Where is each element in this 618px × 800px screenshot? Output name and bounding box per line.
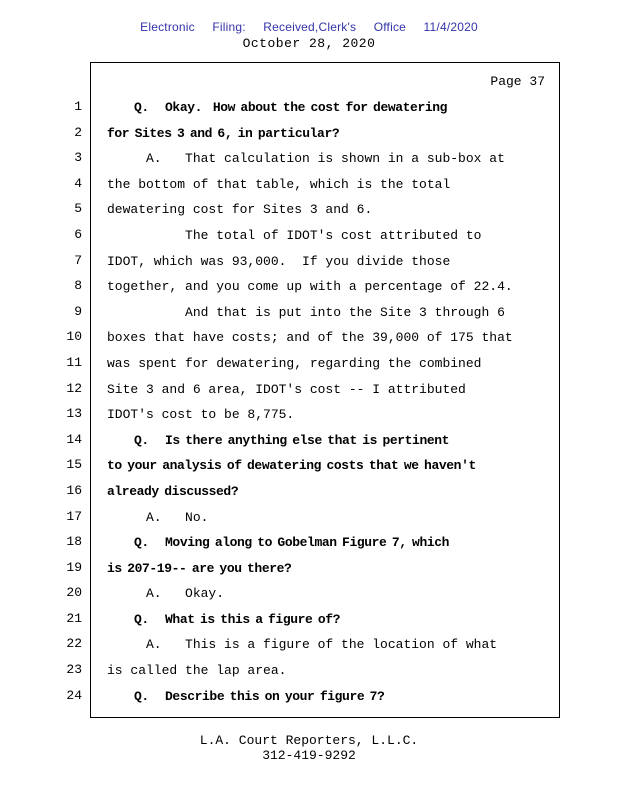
transcript-line: to your analysis of dewatering costs tha… xyxy=(107,458,476,474)
line-number: 21 xyxy=(66,610,82,626)
transcript-line: was spent for dewatering, regarding the … xyxy=(107,355,482,371)
line-number: 13 xyxy=(66,406,82,422)
transcript-line: IDOT, which was 93,000. If you divide th… xyxy=(107,253,451,269)
line-number: 7 xyxy=(74,252,82,268)
reporter-phone: 312-419-9292 xyxy=(262,748,356,763)
transcript-line: A. No. xyxy=(107,509,209,525)
line-number: 17 xyxy=(66,508,82,524)
reporter-company: L.A. Court Reporters, L.L.C. xyxy=(199,733,419,748)
transcript-line: And that is put into the Site 3 through … xyxy=(107,304,505,320)
line-number: 16 xyxy=(66,482,82,498)
line-number: 11 xyxy=(66,354,82,370)
line-number: 12 xyxy=(66,380,82,396)
line-number: 5 xyxy=(74,201,82,217)
efiling-stamp: Electronic Filing: Received,Clerk's Offi… xyxy=(140,20,478,34)
transcript-line: Q. Is there anything else that is pertin… xyxy=(107,432,450,448)
transcript-line: already discussed? xyxy=(107,483,239,499)
line-number: 22 xyxy=(66,636,82,652)
line-number: 4 xyxy=(74,175,82,191)
line-number: 3 xyxy=(74,150,82,166)
line-number: 2 xyxy=(74,124,82,140)
transcript-line: boxes that have costs; and of the 39,000… xyxy=(107,330,513,346)
transcript-line: A. That calculation is shown in a sub-bo… xyxy=(107,151,505,167)
transcript-line: Q. Okay. How about the cost for dewateri… xyxy=(107,100,448,115)
reporter-footer: L.A. Court Reporters, L.L.C. 312-419-929… xyxy=(0,733,618,763)
transcript-line: A. Okay. xyxy=(107,586,225,602)
transcript-line: Q. Describe this on your figure 7? xyxy=(107,688,385,704)
transcript-line: for Sites 3 and 6, in particular? xyxy=(107,125,340,141)
transcript-line: is called the lap area. xyxy=(107,663,287,679)
transcript-line: Q. Moving along to Gobelman Figure 7, wh… xyxy=(107,535,450,551)
line-number: 8 xyxy=(74,278,82,294)
line-number: 14 xyxy=(66,431,82,447)
line-number: 20 xyxy=(66,585,82,601)
line-number: 15 xyxy=(66,457,82,473)
deposition-date: October 28, 2020 xyxy=(242,36,376,51)
line-number: 9 xyxy=(74,303,82,319)
transcript-line: Q. What is this a figure of? xyxy=(107,611,341,627)
transcript-line: together, and you come up with a percent… xyxy=(107,279,513,295)
transcript-line: IDOT's cost to be 8,775. xyxy=(107,407,295,423)
transcript-line: The total of IDOT's cost attributed to xyxy=(107,227,482,243)
transcript-line: is 207-19-- are you there? xyxy=(107,560,292,576)
transcript-line: Site 3 and 6 area, IDOT's cost -- I attr… xyxy=(107,381,466,397)
line-number: 23 xyxy=(66,662,82,678)
line-number: 1 xyxy=(74,99,82,114)
page-number-label: Page 37 xyxy=(490,74,545,89)
line-number: 19 xyxy=(66,559,82,575)
transcript-box: Page 37 Q. Okay. How about the cost for … xyxy=(90,62,560,718)
line-number: 6 xyxy=(74,226,82,242)
transcript-line: the bottom of that table, which is the t… xyxy=(107,176,451,192)
transcript-line: dewatering cost for Sites 3 and 6. xyxy=(107,202,373,218)
transcript-line: A. This is a figure of the location of w… xyxy=(107,637,498,653)
line-number: 10 xyxy=(66,329,82,345)
transcript-text: Q. Okay. How about the cost for dewateri… xyxy=(107,95,547,709)
line-number: 18 xyxy=(66,534,82,550)
line-number: 24 xyxy=(66,687,82,703)
